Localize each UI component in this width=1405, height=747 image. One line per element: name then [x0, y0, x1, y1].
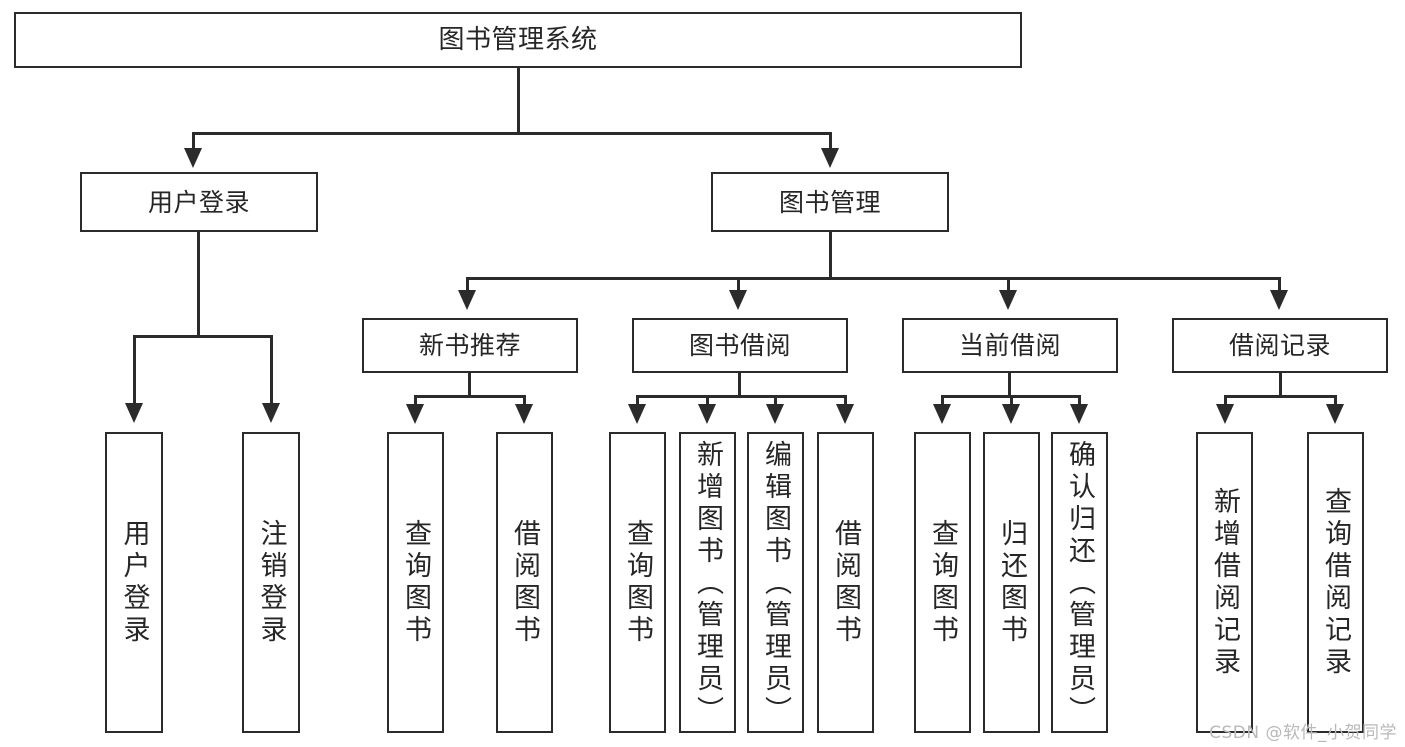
arrow-leaf-bb-1 — [628, 404, 646, 424]
node-label: 当前借阅 — [958, 331, 1061, 360]
node-current-borrow[interactable]: 当前借阅 — [902, 318, 1118, 373]
connector-drop-leaf-cb-1 — [941, 395, 944, 407]
arrow-leaf-cb-1 — [933, 404, 951, 424]
node-label: 编辑图书（管理员） — [760, 440, 791, 728]
node-label: 查询图书 — [400, 518, 431, 647]
arrow-leaf-nbr-1 — [406, 404, 424, 424]
connector-drop-leaf-cb-2 — [1010, 395, 1013, 407]
node-book-borrow[interactable]: 图书借阅 — [632, 318, 848, 373]
leaf-book-borrow-xinzengtushu[interactable]: 新增图书（管理员） — [679, 432, 736, 733]
arrow-leaf-user-login-1 — [125, 403, 143, 423]
leaf-current-borrow-guihuantushu[interactable]: 归还图书 — [983, 432, 1040, 733]
node-label: 查询图书 — [927, 518, 958, 647]
connector-book-management-stem — [829, 232, 832, 280]
arrow-leaf-cb-3 — [1070, 404, 1088, 424]
leaf-user-login-zhuxiaodenglu[interactable]: 注销登录 — [242, 432, 300, 733]
node-label: 查询借阅记录 — [1320, 486, 1351, 679]
node-label: 注销登录 — [255, 518, 287, 647]
node-book-management[interactable]: 图书管理 — [711, 172, 949, 232]
connector-new-book-recommend-bus — [414, 395, 526, 398]
connector-drop-book-borrow — [737, 277, 740, 293]
node-label: 用户登录 — [147, 187, 250, 217]
node-label: 新增借阅记录 — [1209, 486, 1240, 679]
connector-drop-current-borrow — [1007, 277, 1010, 293]
connector-drop-leaf-bb-2 — [706, 395, 709, 407]
connector-drop-leaf-nbr-1 — [414, 395, 417, 407]
leaf-book-borrow-jieyuetushu[interactable]: 借阅图书 — [817, 432, 874, 733]
connector-book-borrow-bus — [636, 395, 847, 398]
connector-drop-leaf-br-2 — [1334, 395, 1337, 407]
arrow-book-management — [821, 148, 839, 168]
connector-user-login-bus — [133, 335, 273, 338]
connector-drop-leaf-cb-3 — [1078, 395, 1081, 407]
arrow-user-login — [184, 148, 202, 168]
connector-drop-user-login — [192, 132, 195, 152]
node-root-book-management-system[interactable]: 图书管理系统 — [14, 12, 1022, 68]
arrow-current-borrow — [999, 290, 1017, 310]
connector-borrow-record-bus — [1224, 395, 1337, 398]
leaf-borrow-record-chaxunjieyuejilu[interactable]: 查询借阅记录 — [1307, 432, 1364, 733]
arrow-leaf-cb-2 — [1002, 404, 1020, 424]
connector-root-stem — [517, 68, 520, 134]
arrow-leaf-br-2 — [1326, 404, 1344, 424]
connector-drop-leaf-bb-1 — [636, 395, 639, 407]
node-label: 借阅图书 — [509, 518, 540, 647]
node-label: 确认归还（管理员） — [1064, 440, 1095, 728]
leaf-book-borrow-chaxuntushu[interactable]: 查询图书 — [609, 432, 666, 733]
connector-drop-leaf-user-login-2 — [270, 335, 273, 407]
node-label: 借阅记录 — [1228, 331, 1331, 360]
connector-drop-borrow-record — [1278, 277, 1281, 293]
node-label: 归还图书 — [996, 518, 1027, 647]
connector-borrow-record-stem — [1279, 373, 1282, 397]
node-user-login[interactable]: 用户登录 — [80, 172, 318, 232]
connector-drop-leaf-bb-4 — [844, 395, 847, 407]
leaf-borrow-record-xinzengjieyuejilu[interactable]: 新增借阅记录 — [1196, 432, 1253, 733]
connector-new-book-recommend-stem — [468, 373, 471, 397]
arrow-leaf-bb-3 — [766, 404, 784, 424]
connector-drop-leaf-br-1 — [1224, 395, 1227, 407]
arrow-leaf-br-1 — [1216, 404, 1234, 424]
leaf-current-borrow-chaxuntushu[interactable]: 查询图书 — [914, 432, 971, 733]
connector-drop-leaf-nbr-2 — [523, 395, 526, 407]
arrow-leaf-bb-4 — [836, 404, 854, 424]
connector-drop-leaf-bb-3 — [774, 395, 777, 407]
connector-drop-leaf-user-login-1 — [133, 335, 136, 407]
connector-drop-book-management — [829, 132, 832, 152]
arrow-leaf-user-login-2 — [262, 403, 280, 423]
node-label: 新书推荐 — [418, 331, 521, 360]
arrow-new-book-recommend — [458, 290, 476, 310]
connector-level2-bus — [192, 132, 832, 135]
arrow-leaf-bb-2 — [698, 404, 716, 424]
connector-user-login-stem — [197, 232, 200, 337]
leaf-new-book-recommend-chaxuntushu[interactable]: 查询图书 — [387, 432, 444, 733]
connector-level3-bus — [466, 277, 1281, 280]
arrow-leaf-nbr-2 — [515, 404, 533, 424]
connector-drop-new-book-recommend — [466, 277, 469, 293]
arrow-borrow-record — [1270, 290, 1288, 310]
node-label: 图书管理系统 — [438, 25, 598, 55]
arrow-book-borrow — [729, 290, 747, 310]
node-label: 图书管理 — [778, 187, 881, 217]
leaf-current-borrow-querenguihuan[interactable]: 确认归还（管理员） — [1051, 432, 1108, 733]
node-label: 新增图书（管理员） — [692, 440, 723, 728]
leaf-book-borrow-bianjitushu[interactable]: 编辑图书（管理员） — [747, 432, 804, 733]
leaf-user-login-yonghudenglu[interactable]: 用户登录 — [105, 432, 163, 733]
node-label: 借阅图书 — [830, 518, 861, 647]
node-new-book-recommend[interactable]: 新书推荐 — [362, 318, 578, 373]
connector-current-borrow-stem — [1008, 373, 1011, 397]
watermark-text: CSDN @软件_小贺同学 — [1209, 723, 1397, 743]
leaf-new-book-recommend-jieyuetushu[interactable]: 借阅图书 — [496, 432, 553, 733]
node-label: 图书借阅 — [688, 331, 791, 360]
node-borrow-record[interactable]: 借阅记录 — [1172, 318, 1388, 373]
connector-book-borrow-stem — [738, 373, 741, 397]
node-label: 查询图书 — [622, 518, 653, 647]
node-label: 用户登录 — [118, 518, 150, 647]
